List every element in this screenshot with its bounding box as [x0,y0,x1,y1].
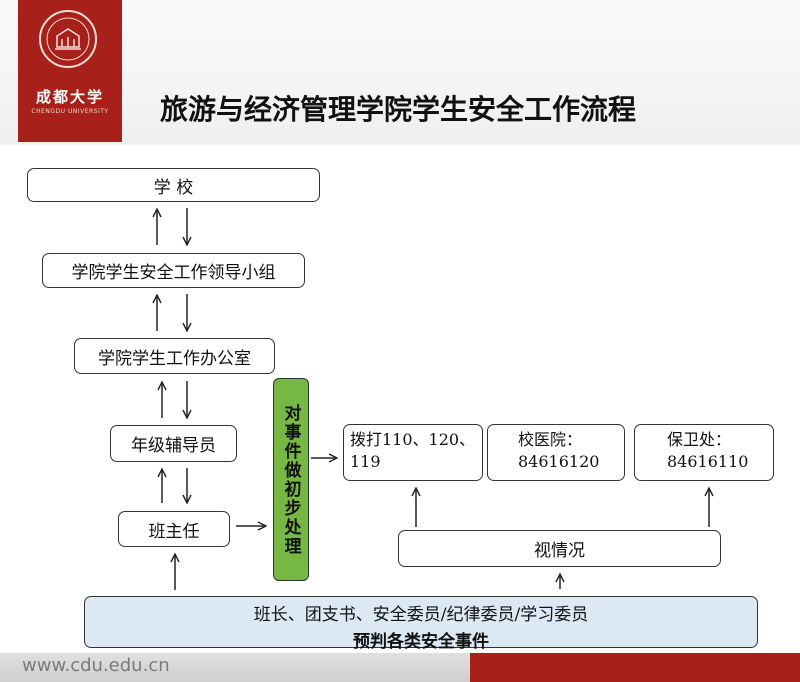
school-box: 学 校 [27,168,320,202]
class-teacher-box: 班主任 [118,511,230,547]
initial-handling-label: 对事件做初步处理 [280,403,301,556]
school-hospital-label: 校医院： [518,430,583,449]
office-label: 学院学生工作办公室 [98,348,251,369]
situation-label: 视情况 [534,541,585,561]
security-office-label: 保卫处： [667,430,732,449]
school-label: 学 校 [153,177,194,198]
footer-bar [0,653,470,682]
logo-english-name: CHENGDU UNIVERSITY [31,108,109,115]
footer-url: www.cdu.edu.cn [22,655,170,676]
university-logo-panel: 成都大学 CHENGDU UNIVERSITY [18,0,122,142]
slide-header [0,0,800,145]
university-seal-icon [39,10,97,68]
initial-handling-box: 对事件做初步处理 [273,378,309,581]
footer-accent-bar [470,653,800,682]
counselor-box: 年级辅导员 [110,425,237,462]
logo-chinese-name: 成都大学 [35,88,104,106]
school-hospital-phone: 84616120 [518,452,600,472]
security-office-phone: 84616110 [667,452,749,472]
class-cadres-box: 班长、团支书、安全委员/纪律委员/学习委员 预判各类安全事件 [84,596,758,652]
situation-box: 视情况 [398,530,721,567]
office-box: 学院学生工作办公室 [74,338,275,374]
dial-emergency-label: 拨打110、120、119 [350,430,476,472]
dial-emergency-box: 拨打110、120、119 [343,424,483,481]
counselor-label: 年级辅导员 [131,436,216,456]
school-hospital-box: 校医院： 84616120 [487,424,625,481]
predict-events-label: 预判各类安全事件 [353,632,489,652]
leading-group-label: 学院学生安全工作领导小组 [71,263,276,283]
class-cadres-label: 班长、团支书、安全委员/纪律委员/学习委员 [253,605,589,625]
class-teacher-label: 班主任 [148,521,200,542]
security-office-box: 保卫处： 84616110 [634,424,774,481]
page-title: 旅游与经济管理学院学生安全工作流程 [160,93,637,126]
leading-group-box: 学院学生安全工作领导小组 [42,253,305,288]
